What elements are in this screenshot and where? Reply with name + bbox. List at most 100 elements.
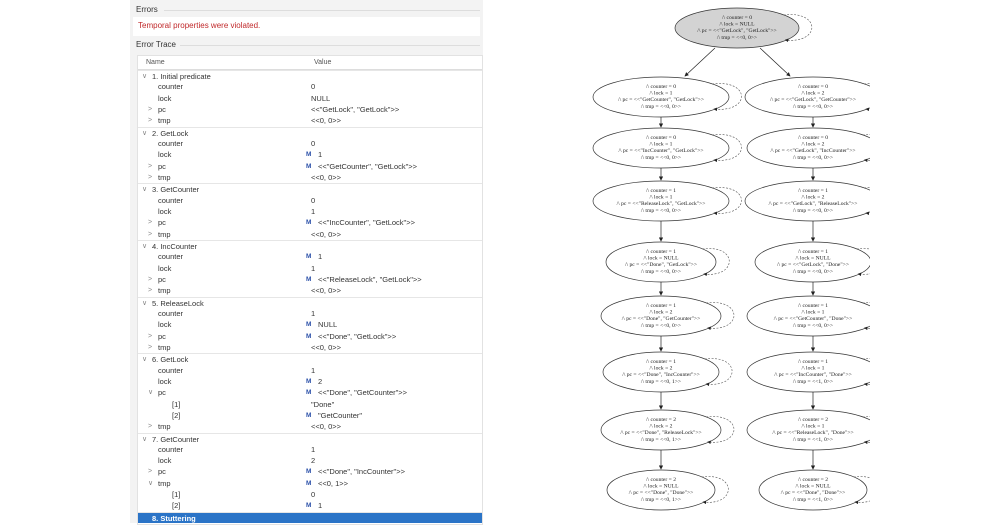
trace-variable-row[interactable]: [1]"Done" (138, 399, 482, 410)
chevron-right-icon[interactable]: > (148, 332, 153, 340)
chevron-down-icon[interactable]: ∨ (142, 356, 148, 364)
modified-marker-icon: M (306, 162, 312, 170)
trace-variable-row[interactable]: >tmp<<0, 0>> (138, 421, 482, 432)
variable-value: <<"Done", "GetLock">> (318, 331, 397, 341)
chevron-down-icon[interactable]: ∨ (142, 73, 148, 80)
variable-name: tmp (158, 172, 171, 182)
trace-step-row[interactable]: ∨ 4. IncCounter (138, 239, 482, 251)
variable-value: <<"GetCounter", "GetLock">> (318, 161, 418, 171)
trace-variable-row[interactable]: >pc<<"GetLock", "GetLock">> (138, 104, 482, 115)
chevron-right-icon[interactable]: > (148, 117, 153, 125)
trace-step-row[interactable]: ∨7. GetCounter (138, 432, 482, 444)
trace-step-row[interactable]: ∨2. GetLock (138, 126, 482, 138)
state-label: /\ pc = <<"GetCounter", "GetLock">> (618, 97, 704, 103)
modified-marker-icon: M (306, 332, 312, 340)
variable-value: 2 (318, 376, 323, 386)
chevron-right-icon[interactable]: > (148, 105, 153, 113)
trace-step-row[interactable]: ∨5. ReleaseLock (138, 296, 482, 308)
state-label: /\ tmp = <<0, 0>> (641, 155, 681, 161)
trace-variable-row[interactable]: >tmp<<0, 0>> (138, 342, 482, 353)
state-label: /\ tmp = <<0, 0>> (717, 35, 757, 41)
variable-name: pc (158, 274, 166, 284)
state-label: /\ lock = 2 (650, 424, 673, 430)
chevron-right-icon[interactable]: > (148, 343, 153, 351)
variable-name: lock (158, 206, 172, 216)
chevron-right-icon[interactable]: > (148, 468, 153, 476)
variable-value: 2 (311, 456, 316, 466)
variable-value: <<"IncCounter", "GetLock">> (318, 218, 415, 228)
chevron-down-icon[interactable]: ∨ (148, 389, 154, 397)
trace-step-label: 4. IncCounter (152, 241, 198, 251)
variable-value: <<0, 0>> (311, 422, 342, 432)
column-header-value[interactable]: Value (314, 59, 332, 66)
trace-step-row[interactable]: ∨6. GetLock (138, 353, 482, 364)
trace-variable-row[interactable]: >tmp<<0, 0>> (138, 115, 482, 126)
chevron-right-icon[interactable]: > (148, 423, 153, 431)
trace-variable-row[interactable]: > pc M <<"GetCounter", "GetLock">> (138, 161, 482, 172)
chevron-down-icon[interactable]: ∨ (142, 129, 148, 137)
trace-step-row[interactable]: 8. Stuttering (138, 511, 482, 524)
variable-name: pc (158, 104, 166, 114)
trace-step-label: 8. Stuttering (152, 513, 196, 523)
trace-step-row[interactable]: ∨3. GetCounter (138, 183, 482, 194)
chevron-right-icon[interactable]: > (148, 275, 153, 283)
chevron-down-icon[interactable]: ∨ (142, 186, 148, 194)
variable-name: counter (158, 365, 184, 375)
chevron-right-icon[interactable]: > (148, 162, 153, 170)
chevron-down-icon[interactable]: ∨ (142, 242, 148, 250)
chevron-down-icon[interactable]: ∨ (148, 479, 154, 487)
variable-name: pc (158, 161, 166, 171)
trace-variable-row[interactable]: [2]M"GetCounter" (138, 410, 482, 421)
state-label: /\ tmp = <<0, 1>> (641, 497, 681, 503)
column-header-name[interactable]: Name (146, 59, 165, 66)
variable-value: <<0, 0>> (311, 229, 342, 239)
self-loop-edge (701, 476, 729, 505)
chevron-right-icon[interactable]: > (148, 219, 153, 227)
trace-variable-row[interactable]: > tmp <<0, 0>> (138, 172, 482, 183)
trace-variable-row[interactable]: >tmp<<0, 0>> (138, 285, 482, 296)
trace-variable-row[interactable]: >tmp<<0, 0>> (138, 229, 482, 240)
chevron-right-icon[interactable]: > (148, 230, 153, 238)
chevron-right-icon[interactable]: > (148, 173, 153, 181)
state-label: /\ lock = 1 (802, 424, 825, 430)
self-loop-edge (705, 416, 735, 445)
self-loop-edge (704, 358, 733, 387)
chevron-right-icon[interactable]: > (148, 287, 153, 295)
chevron-down-icon[interactable]: ∨ (142, 299, 148, 307)
trace-variable-row[interactable]: [1]0 (138, 489, 482, 500)
state-label: /\ lock = 1 (802, 366, 825, 372)
state-label: /\ counter = 1 (798, 303, 828, 309)
variable-value: 0 (311, 490, 316, 500)
variable-name: tmp (158, 116, 171, 126)
variable-name: lock (158, 376, 172, 386)
trace-step-row[interactable]: ∨1. Initial predicate (138, 70, 482, 81)
state-label: /\ counter = 1 (798, 359, 828, 365)
self-loop-edge (856, 248, 870, 277)
state-label: /\ counter = 2 (798, 477, 828, 483)
modified-marker-icon: M (306, 321, 312, 329)
variable-value: <<0, 0>> (311, 172, 342, 182)
chevron-down-icon[interactable]: ∨ (142, 435, 148, 443)
